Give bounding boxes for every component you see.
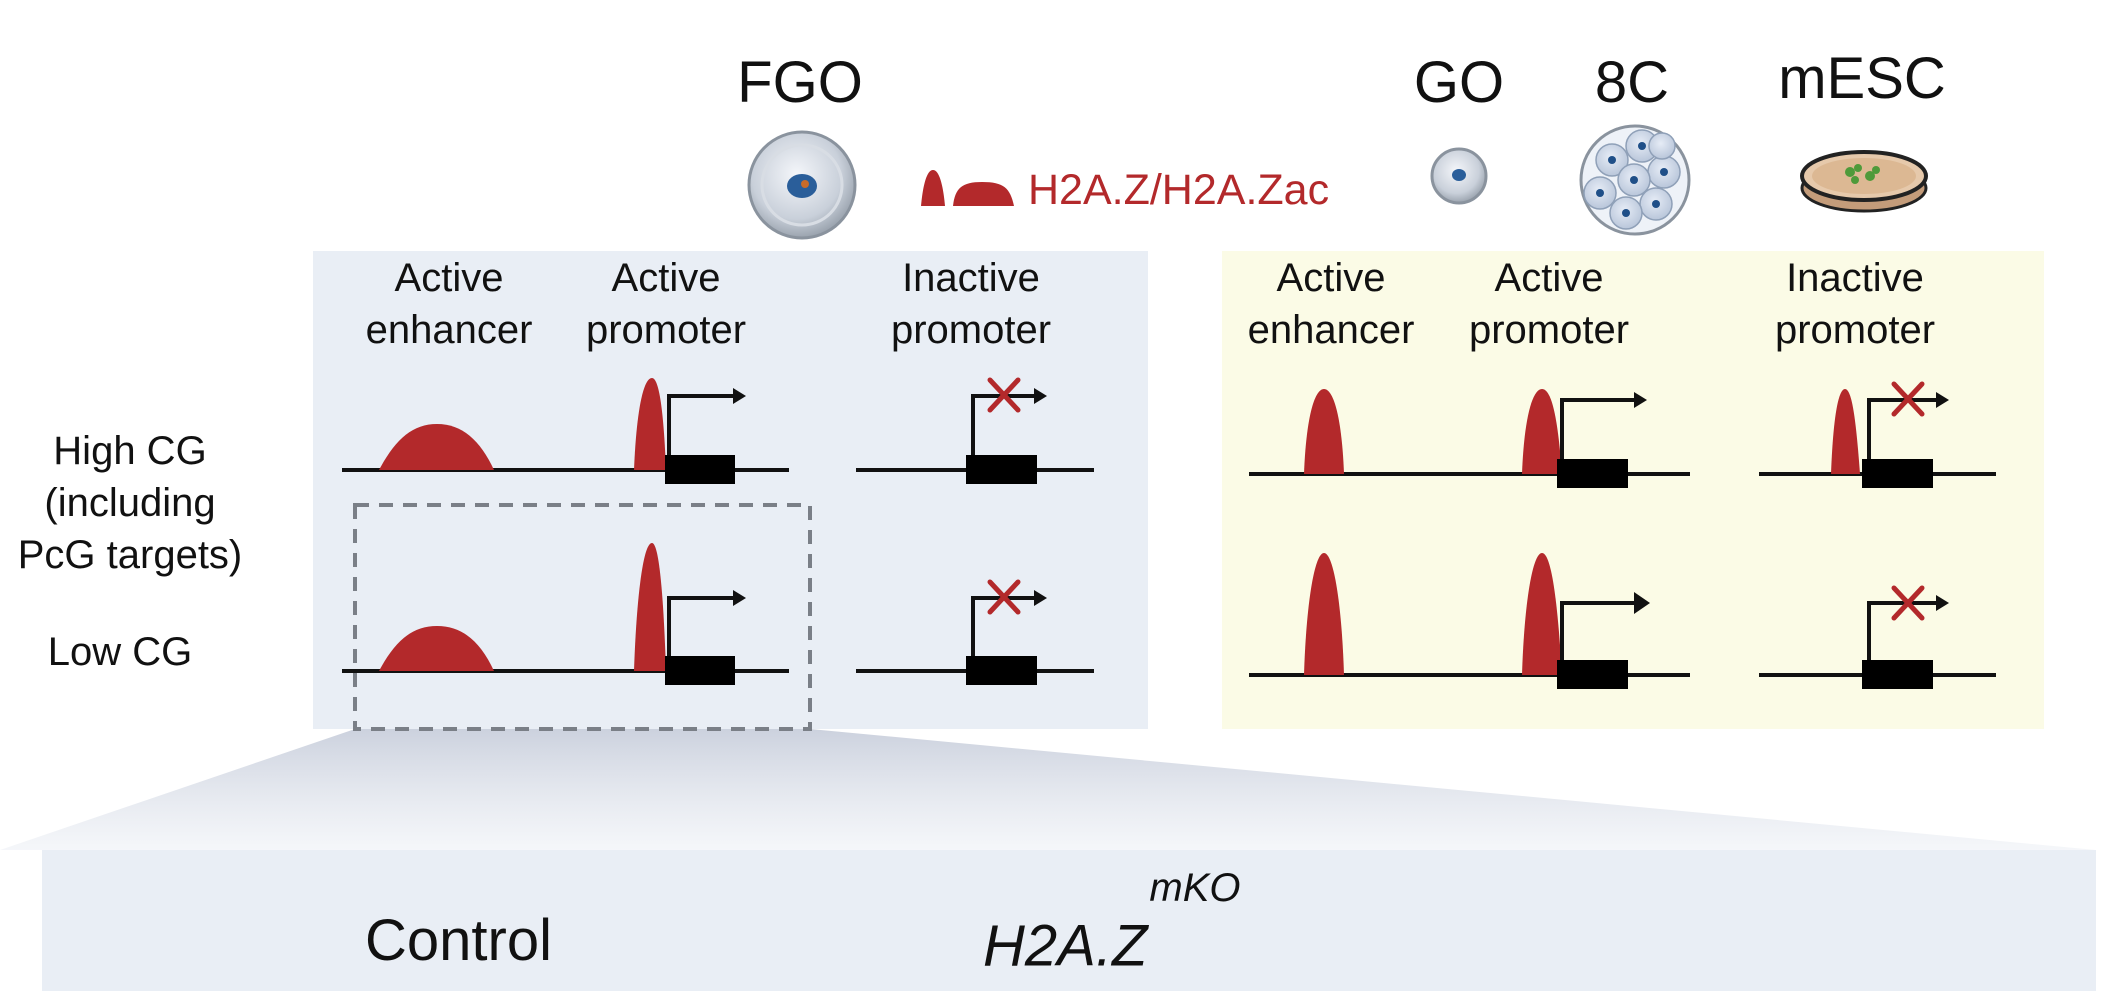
fgo-label: FGO <box>737 50 863 115</box>
mko-superscript: mKO <box>1149 866 1241 910</box>
control-label: Control <box>365 908 552 973</box>
high-cg-line2: (including <box>44 481 216 525</box>
high-cg-line3: PcG targets) <box>17 533 243 577</box>
go-label: GO <box>1413 50 1505 115</box>
mesc-active-enhancer-line1: Active <box>1276 256 1386 300</box>
fgo-active-enhancer-line1: Active <box>394 256 504 300</box>
mesc-col-active-enhancer: Active enhancer <box>1211 252 1451 356</box>
mesc-active-promoter-line1: Active <box>1494 256 1604 300</box>
h2az-ko-gene-label: H2A.Z <box>983 913 1148 979</box>
row-label-low-cg: Low CG <box>47 630 193 674</box>
h2az-mko-label: H2A.ZmKO <box>983 868 1241 979</box>
mesc-col-inactive-promoter: Inactive promoter <box>1735 252 1975 356</box>
mesc-active-promoter-line2: promoter <box>1468 308 1630 352</box>
row-label-high-cg: High CG (including PcG targets) <box>0 425 260 581</box>
mesc-inactive-promoter-line1: Inactive <box>1786 256 1924 300</box>
fgo-inactive-promoter-line2: promoter <box>890 308 1052 352</box>
fgo-inactive-promoter-line1: Inactive <box>902 256 1040 300</box>
high-cg-line1: High CG <box>53 429 207 473</box>
mesc-label: mESC <box>1778 46 1946 111</box>
fgo-active-promoter-line1: Active <box>611 256 721 300</box>
mesc-inactive-promoter-line2: promoter <box>1774 308 1936 352</box>
zoom-wedge <box>0 729 2096 850</box>
fgo-active-promoter-line2: promoter <box>585 308 747 352</box>
fgo-col-active-enhancer: Active enhancer <box>329 252 569 356</box>
h2az-legend-label: H2A.Z/H2A.Zac <box>1028 166 1330 214</box>
fgo-col-inactive-promoter: Inactive promoter <box>851 252 1091 356</box>
mesc-col-active-promoter: Active promoter <box>1429 252 1669 356</box>
mesc-active-enhancer-line2: enhancer <box>1247 308 1415 352</box>
fgo-col-active-promoter: Active promoter <box>546 252 786 356</box>
fgo-active-enhancer-line2: enhancer <box>365 308 533 352</box>
eight-c-label: 8C <box>1594 50 1670 115</box>
bottom-comparison-panel <box>42 850 2096 991</box>
